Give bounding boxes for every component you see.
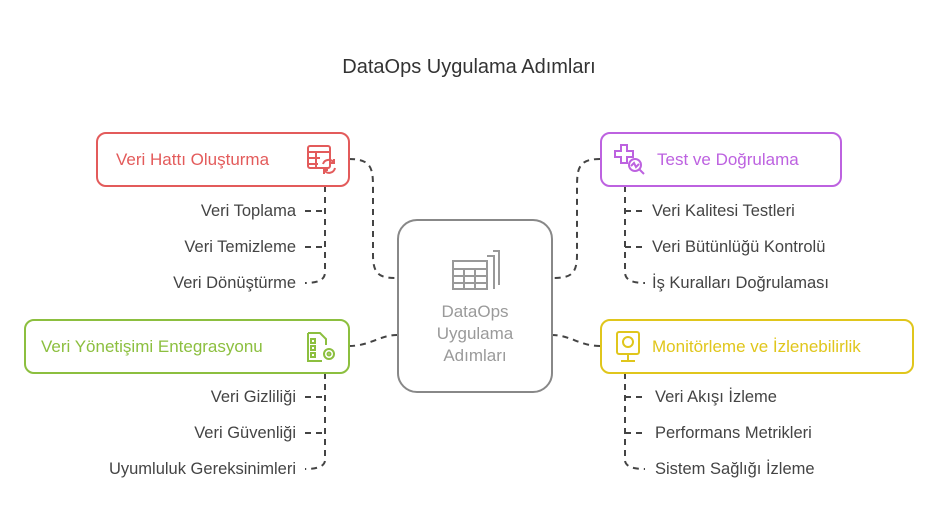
connector-yellow-items: [624, 373, 646, 470]
branch-label: Veri Hattı Oluşturma: [116, 149, 270, 169]
stacked-table-icon: [452, 250, 500, 290]
branch-test-dogrulama[interactable]: Test ve Doğrulama: [600, 132, 842, 187]
item: Veri Toplama: [200, 202, 296, 220]
item: Veri Bütünlüğü Kontrolü: [652, 238, 826, 256]
item: Veri Dönüştürme: [173, 274, 296, 292]
connector-purple-items: [624, 186, 646, 284]
connector-green-items: [304, 373, 326, 470]
branch-label: Test ve Doğrulama: [657, 149, 799, 169]
center-line: Adımları: [443, 346, 507, 365]
connector-red: [348, 158, 398, 279]
connector-yellow: [551, 334, 601, 347]
branch-veri-yonetisimi[interactable]: Veri Yönetişimi Entegrasyonu: [24, 319, 350, 374]
checklist-gear-icon: [307, 332, 335, 362]
table-refresh-icon: [307, 145, 336, 174]
item: Veri Güvenliği: [194, 424, 296, 442]
item: İş Kuralları Doğrulaması: [652, 274, 829, 292]
item: Veri Akışı İzleme: [655, 388, 777, 406]
connector-purple: [551, 158, 601, 279]
diagram-title: DataOps Uygulama Adımları: [342, 56, 596, 78]
item: Uyumluluk Gereksinimleri: [108, 460, 296, 478]
branch-label: Veri Yönetişimi Entegrasyonu: [41, 336, 263, 356]
item: Performans Metrikleri: [655, 424, 812, 442]
branch-veri-hatti[interactable]: Veri Hattı Oluşturma: [96, 132, 350, 187]
item: Veri Kalitesi Testleri: [652, 202, 795, 220]
item: Sistem Sağlığı İzleme: [655, 460, 815, 478]
item: Veri Gizliliği: [210, 388, 296, 406]
branch-label: Monitörleme ve İzlenebilirlik: [652, 336, 861, 356]
connector-green: [348, 334, 398, 347]
connector-red-items: [304, 186, 326, 284]
center-line: DataOps: [441, 302, 509, 321]
center-node: DataOps Uygulama Adımları: [397, 219, 553, 393]
branch-monitorleme[interactable]: Monitörleme ve İzlenebilirlik: [600, 319, 914, 374]
item: Veri Temizleme: [184, 238, 296, 256]
center-line: Uygulama: [436, 324, 514, 343]
puzzle-magnifier-icon: [614, 144, 645, 175]
webcam-monitor-icon: [616, 331, 640, 362]
